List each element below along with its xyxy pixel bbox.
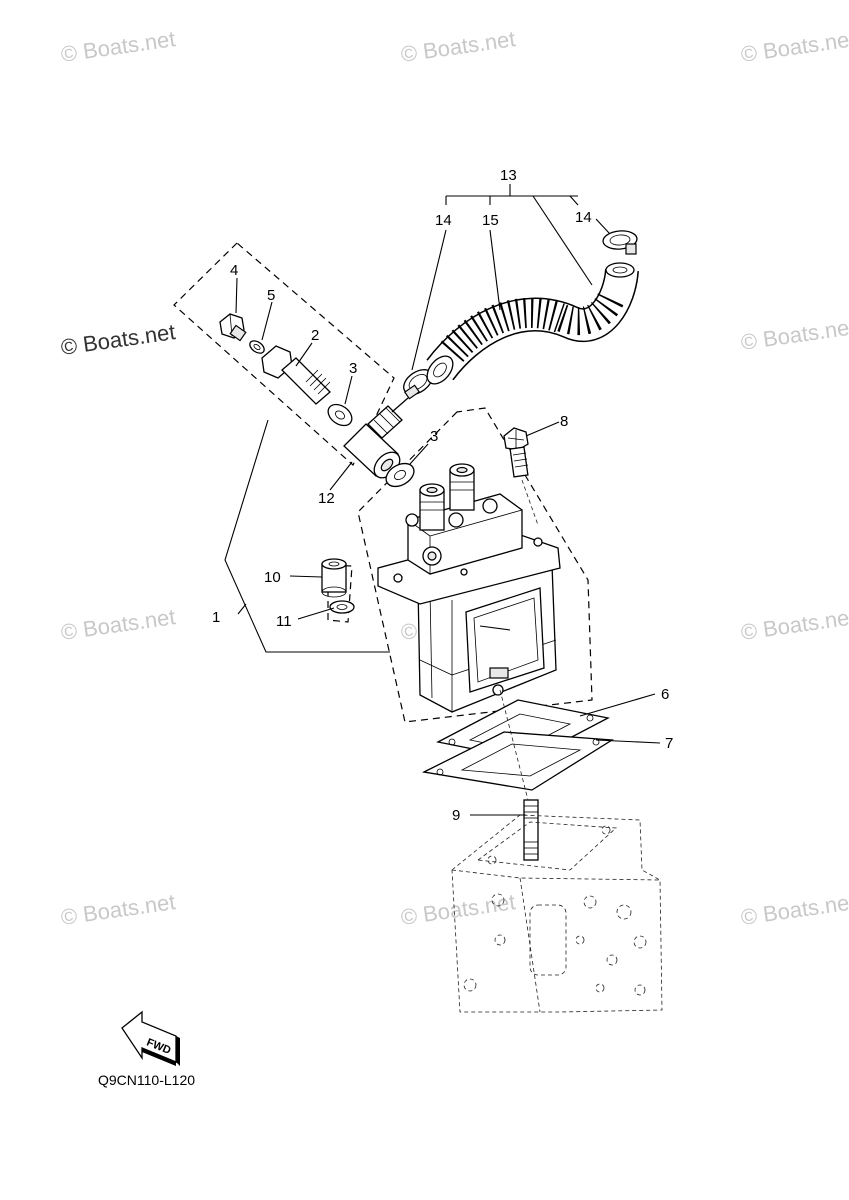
watermark: © Boats.net — [739, 314, 849, 355]
assembly-outlines — [173, 242, 593, 723]
leader-lines — [235, 218, 661, 816]
watermark: © Boats.net — [739, 889, 849, 930]
callout-14-left: 14 — [435, 212, 452, 229]
washer-5 — [249, 340, 265, 354]
collar-10 — [321, 558, 347, 598]
watermark: © Boats.net — [739, 26, 849, 67]
callout-4: 4 — [230, 262, 238, 279]
fuel-injection-pump — [377, 463, 561, 713]
delivery-valve-holder — [419, 483, 445, 531]
callouts: 4 5 2 3 3 8 12 10 1 11 6 7 9 13 14 15 14 — [212, 167, 673, 824]
injection-pump-group-outline — [357, 407, 593, 723]
watermark: © Boats.net — [59, 604, 177, 645]
fitting-group-outline — [173, 242, 395, 466]
diagram-code: Q9CN110-L120 — [98, 1072, 195, 1088]
bleeder-screw — [219, 313, 247, 342]
callout-9: 9 — [452, 807, 460, 824]
group-13-bracket — [445, 184, 593, 286]
callout-14-right: 14 — [575, 209, 592, 226]
washer-3-upper — [327, 403, 353, 427]
callout-11: 11 — [276, 613, 292, 630]
bolt-8 — [503, 427, 539, 526]
group-1-bracket — [224, 419, 390, 653]
callout-3-upper: 3 — [349, 360, 357, 377]
watermark: © Boats.net — [59, 319, 177, 360]
callout-12: 12 — [318, 490, 335, 507]
washer-11 — [329, 600, 355, 614]
callout-1: 1 — [212, 609, 220, 626]
watermark: © Boats.net — [399, 26, 517, 67]
callout-2: 2 — [311, 327, 319, 344]
washer-3-lower — [385, 462, 415, 488]
hose-clamp-upper — [602, 230, 638, 255]
bolt-group-outline — [327, 564, 353, 623]
callout-15: 15 — [482, 212, 499, 229]
forward-arrow-icon: FWD — [121, 1010, 180, 1066]
union-bolt — [261, 345, 331, 405]
callout-5: 5 — [267, 287, 275, 304]
fuel-hose — [426, 262, 639, 385]
watermark: © Boats.net — [59, 26, 177, 67]
callout-6: 6 — [661, 686, 669, 703]
cylinder-block-reference — [451, 814, 663, 1013]
callout-8: 8 — [560, 413, 568, 430]
callout-10: 10 — [264, 569, 281, 586]
hose-fitting — [343, 397, 409, 479]
watermark: © Boats.net — [59, 889, 177, 930]
watermark: © Boats.net — [739, 604, 849, 645]
delivery-valve-holder — [449, 463, 475, 511]
callout-7: 7 — [665, 735, 673, 752]
callout-3-lower: 3 — [430, 428, 438, 445]
callout-13: 13 — [500, 167, 517, 184]
watermark: © Boats.net — [399, 889, 517, 930]
